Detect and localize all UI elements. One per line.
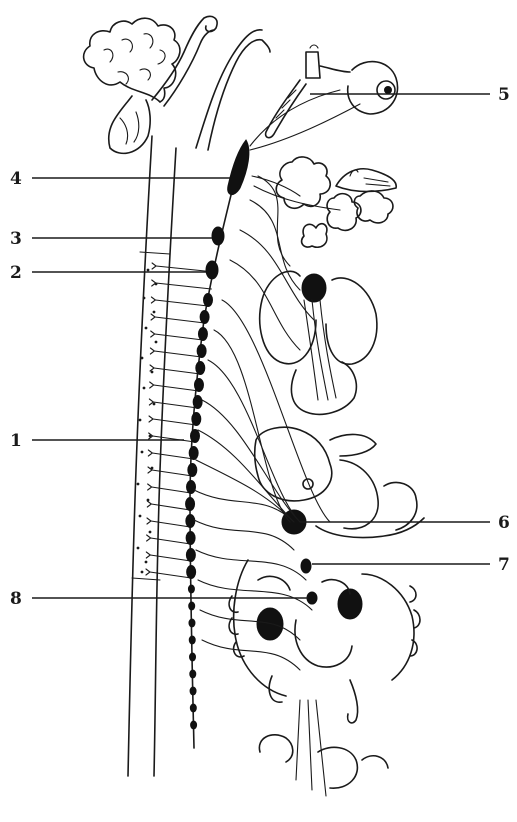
label-8: 8 (10, 589, 22, 609)
visceral-nerve (208, 360, 300, 522)
visceral-nerve (214, 330, 290, 522)
stellate-ganglion (206, 261, 218, 279)
chain-ganglion (190, 653, 196, 661)
chain-ganglion (190, 670, 196, 678)
ramus-arrowhead (151, 297, 155, 303)
chain-ganglion (200, 311, 209, 324)
heart-lungs (260, 224, 377, 415)
spinal-ramus (155, 317, 205, 323)
chain-ganglion (196, 362, 205, 375)
visceral-nerve (202, 400, 300, 522)
spinal-ramus (155, 334, 203, 340)
salivary-glands (252, 157, 396, 230)
spinal-ramus (155, 300, 208, 306)
spinal-ramus (150, 572, 191, 578)
brain-illustration (84, 16, 217, 153)
spinal-ramus (151, 504, 190, 510)
spinal-ramus (153, 436, 195, 442)
spinal-column-dots (137, 269, 158, 574)
chain-ganglion (188, 585, 194, 593)
chain-ganglion (190, 704, 196, 712)
chain-ganglion (189, 636, 195, 644)
spinal-ramus (152, 487, 191, 493)
spinal-ramus (156, 283, 212, 289)
cardiac-plexus (302, 274, 326, 302)
ramus-arrowhead (148, 484, 152, 490)
spinal-cord (128, 136, 176, 776)
intestines-kidneys (229, 560, 420, 723)
chain-ganglion (186, 515, 195, 528)
label-3: 3 (10, 229, 22, 249)
chain-ganglion (187, 566, 196, 579)
visceral-nerve (230, 260, 300, 350)
visceral-nerve (222, 300, 330, 522)
chain-ganglion (189, 619, 195, 627)
spinal-ramus (151, 538, 191, 544)
label-4: 4 (10, 169, 22, 189)
ramus-arrowhead (151, 314, 155, 320)
spinal-ramus (154, 385, 199, 391)
spinal-ramus (152, 470, 192, 476)
visceral-nerve (196, 460, 294, 522)
spinal-ramus (153, 419, 196, 425)
ramus-arrowhead (151, 331, 155, 337)
spinal-ramus (151, 521, 190, 527)
visceral-nerve (202, 640, 300, 670)
chain-ganglion (189, 447, 198, 460)
spinal-ramus (153, 402, 197, 408)
eye-illustration (250, 45, 398, 150)
chain-ganglion (190, 430, 199, 443)
pelvic-organs (259, 700, 388, 796)
ramus-arrowhead (149, 416, 153, 422)
inferior-mesenteric-ganglion (307, 592, 317, 604)
chain-ganglion (197, 345, 206, 358)
ramus-arrowhead (147, 518, 151, 524)
chain-ganglion (193, 396, 202, 409)
ramus-arrowhead (150, 348, 154, 354)
spinal-ramus (154, 351, 201, 357)
visceral-nerve (198, 580, 312, 610)
visceral-nerve (200, 610, 300, 640)
chain-ganglion (186, 532, 195, 545)
visceral-nerve (194, 520, 294, 550)
chain-ganglion (192, 413, 201, 426)
head-outline (196, 30, 270, 150)
superior-cervical-ganglion (228, 140, 249, 195)
chain-ganglion (191, 721, 197, 729)
visceral-nerve (258, 176, 290, 266)
ramus-arrowhead (148, 450, 152, 456)
label-leaders: 1 2 3 4 5 6 7 8 (10, 85, 510, 609)
chain-ganglion (190, 687, 196, 695)
ramus-arrowhead (146, 569, 150, 575)
ramus-arrowhead (147, 501, 151, 507)
visceral-nerve (250, 200, 300, 290)
chain-ganglion (187, 481, 196, 494)
middle-cervical-ganglion (212, 227, 224, 245)
ramus-arrowhead (147, 535, 151, 541)
ramus-arrowhead (150, 365, 154, 371)
superior-mesenteric-ganglion (301, 559, 311, 573)
label-6: 6 (498, 513, 510, 533)
chain-ganglion (188, 464, 197, 477)
chain-ganglion (186, 549, 195, 562)
label-2: 2 (10, 263, 22, 283)
ramus-arrowhead (152, 263, 156, 269)
abdominal-organs (255, 427, 424, 604)
label-5: 5 (498, 85, 510, 105)
visceral-nerve (196, 550, 306, 580)
label-7: 7 (498, 555, 510, 575)
chain-ganglion (198, 328, 207, 341)
chain-ganglion (204, 294, 213, 307)
label-1: 1 (10, 431, 22, 451)
chain-ganglion (194, 379, 203, 392)
ramus-arrowhead (146, 552, 150, 558)
spinal-ramus (154, 368, 200, 374)
spinal-ramus (152, 453, 193, 459)
ramus-arrowhead (150, 382, 154, 388)
spinal-ramus (150, 555, 191, 561)
chain-ganglion (186, 498, 195, 511)
chain-ganglion (189, 602, 195, 610)
